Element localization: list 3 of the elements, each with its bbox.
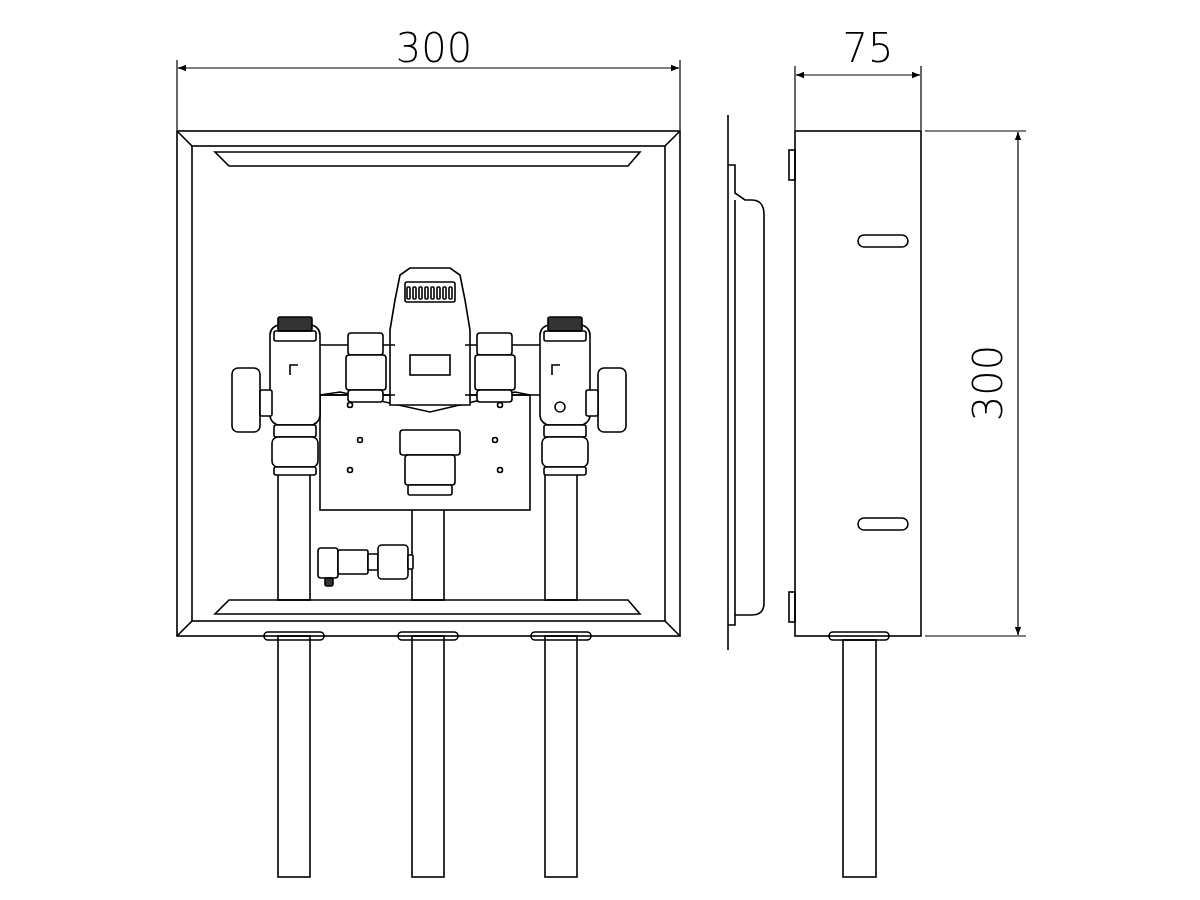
- dimension-label: 300: [395, 28, 473, 68]
- dimension-label: 300: [968, 344, 1008, 422]
- dimension-label: 75: [842, 28, 894, 68]
